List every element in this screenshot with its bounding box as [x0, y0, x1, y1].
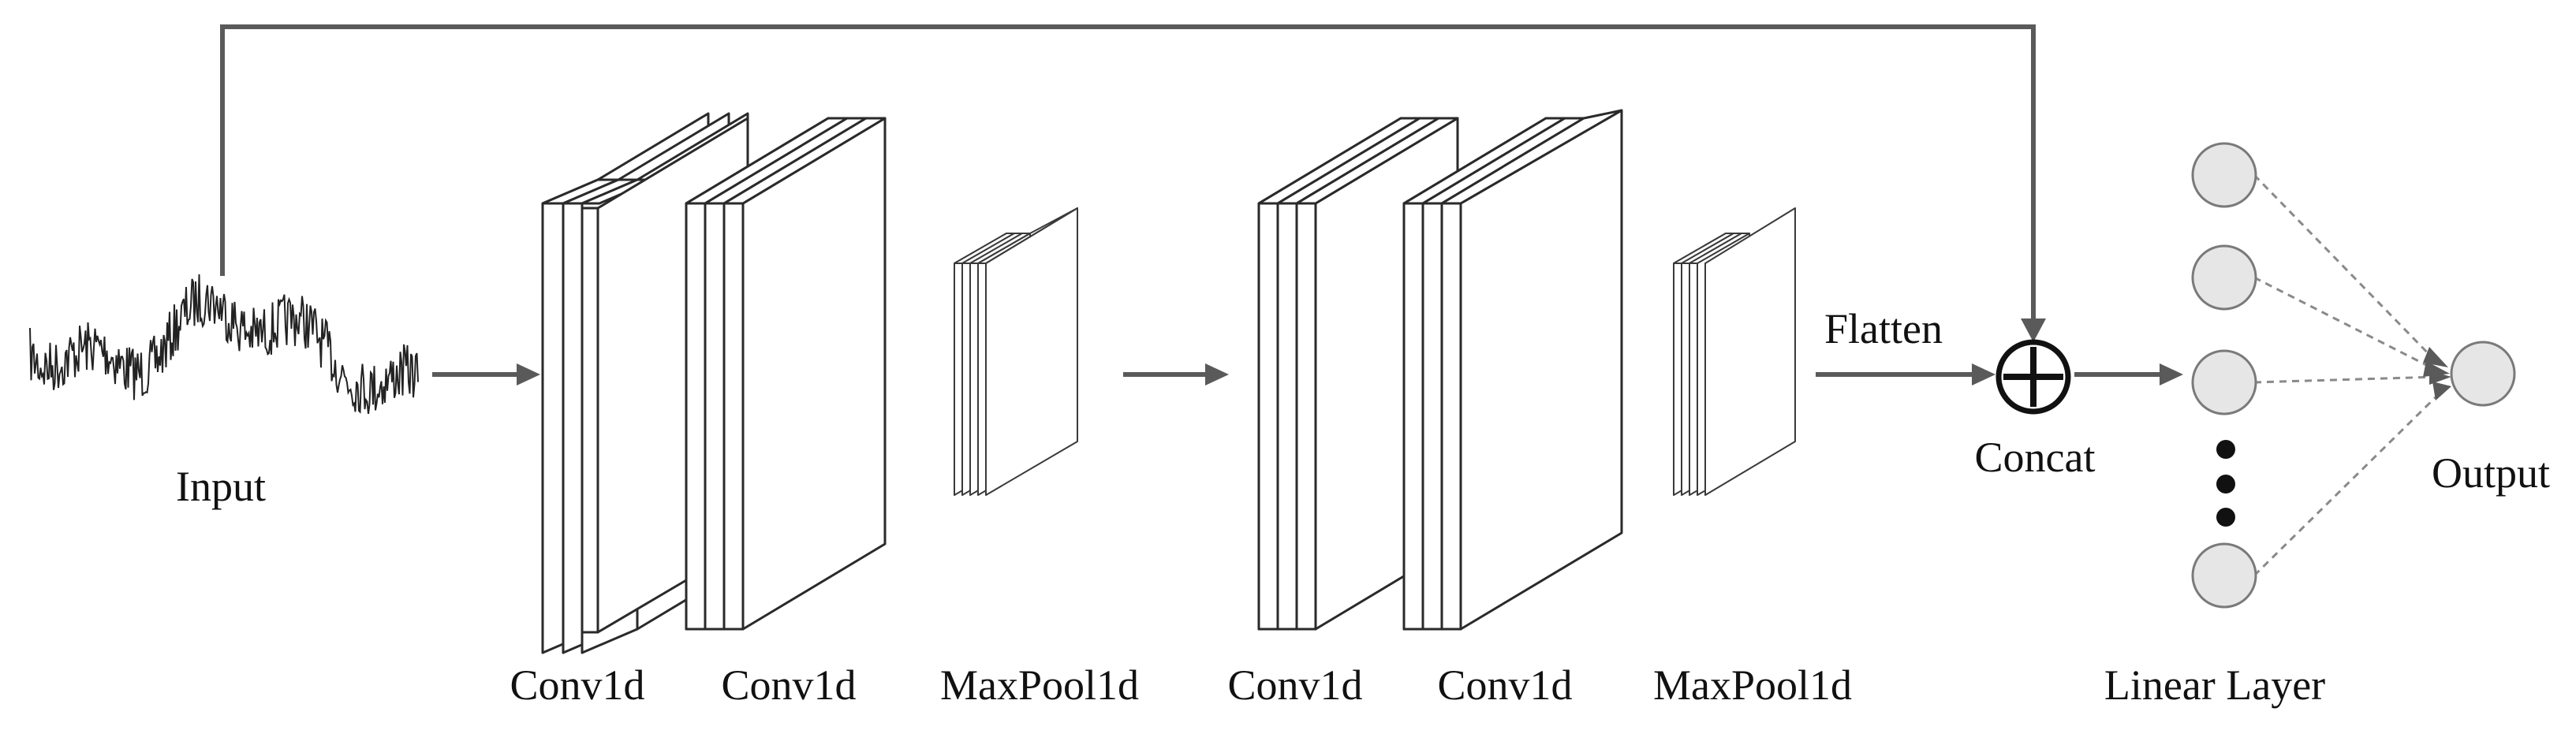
conv1d-block-2	[685, 117, 887, 631]
skip-connection	[220, 24, 2046, 342]
arrow-input-to-conv	[432, 363, 540, 386]
conv1d-label-1: Conv1d	[510, 661, 644, 709]
ellipsis-dot-3	[2216, 508, 2235, 527]
input-signal	[29, 274, 419, 415]
concat-operator-icon	[1995, 339, 2071, 415]
linear-layer	[2191, 142, 2516, 609]
linear-layer-label: Linear Layer	[2104, 661, 2325, 709]
conv1d-label-2: Conv1d	[721, 661, 856, 709]
output-label: Output	[2432, 449, 2550, 497]
arrow-concat-to-linear	[2074, 363, 2183, 386]
maxpool1d-label-2: MaxPool1d	[1653, 661, 1852, 709]
flatten-arrow	[1816, 363, 1995, 386]
flatten-label: Flatten	[1824, 305, 1943, 352]
maxpool1d-label-1: MaxPool1d	[940, 661, 1139, 709]
conv1d-label-4: Conv1d	[1437, 661, 1572, 709]
conv1d-label-3: Conv1d	[1227, 661, 1362, 709]
conv1d-block-4	[1402, 109, 1623, 631]
linear-node-2	[2191, 244, 2257, 311]
maxpool1d-block-2	[1673, 207, 1796, 496]
output-node	[2450, 341, 2516, 407]
arrow-pool-to-conv	[1123, 363, 1229, 386]
linear-node-4	[2191, 542, 2257, 609]
linear-node-1	[2191, 142, 2257, 208]
maxpool1d-block-1	[954, 207, 1078, 496]
ellipsis-dot-1	[2216, 440, 2235, 459]
concat-label: Concat	[1975, 434, 2096, 481]
ellipsis-dot-2	[2216, 475, 2235, 494]
linear-node-3	[2191, 349, 2257, 415]
input-label: Input	[176, 463, 266, 510]
